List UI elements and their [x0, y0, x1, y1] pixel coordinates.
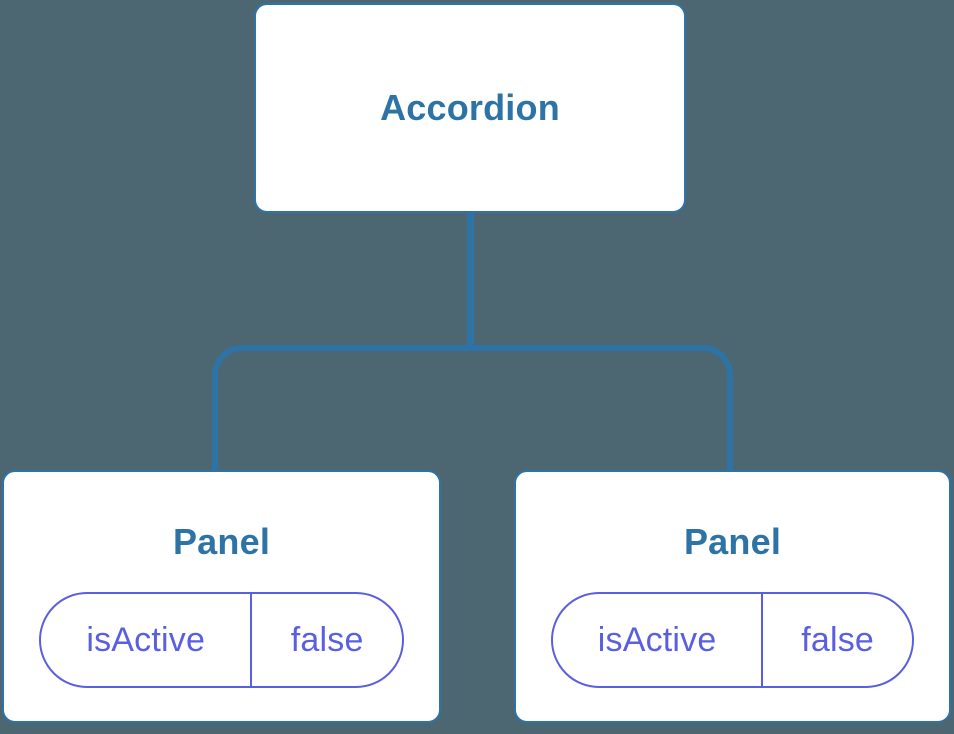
state-value: false — [761, 594, 912, 686]
state-pill: isActive false — [39, 592, 404, 688]
state-pill: isActive false — [551, 592, 914, 688]
node-accordion: Accordion — [254, 3, 686, 213]
connector-bracket — [212, 345, 733, 473]
node-panel-1: Panel isActive false — [2, 470, 441, 723]
state-value: false — [250, 594, 402, 686]
node-panel-2: Panel isActive false — [514, 470, 951, 723]
state-name: isActive — [86, 620, 206, 659]
node-panel-2-label: Panel — [683, 521, 782, 562]
state-name: isActive — [597, 620, 717, 659]
connector-root-stem — [467, 210, 474, 350]
node-accordion-label: Accordion — [380, 87, 560, 128]
node-panel-1-label: Panel — [172, 521, 271, 562]
